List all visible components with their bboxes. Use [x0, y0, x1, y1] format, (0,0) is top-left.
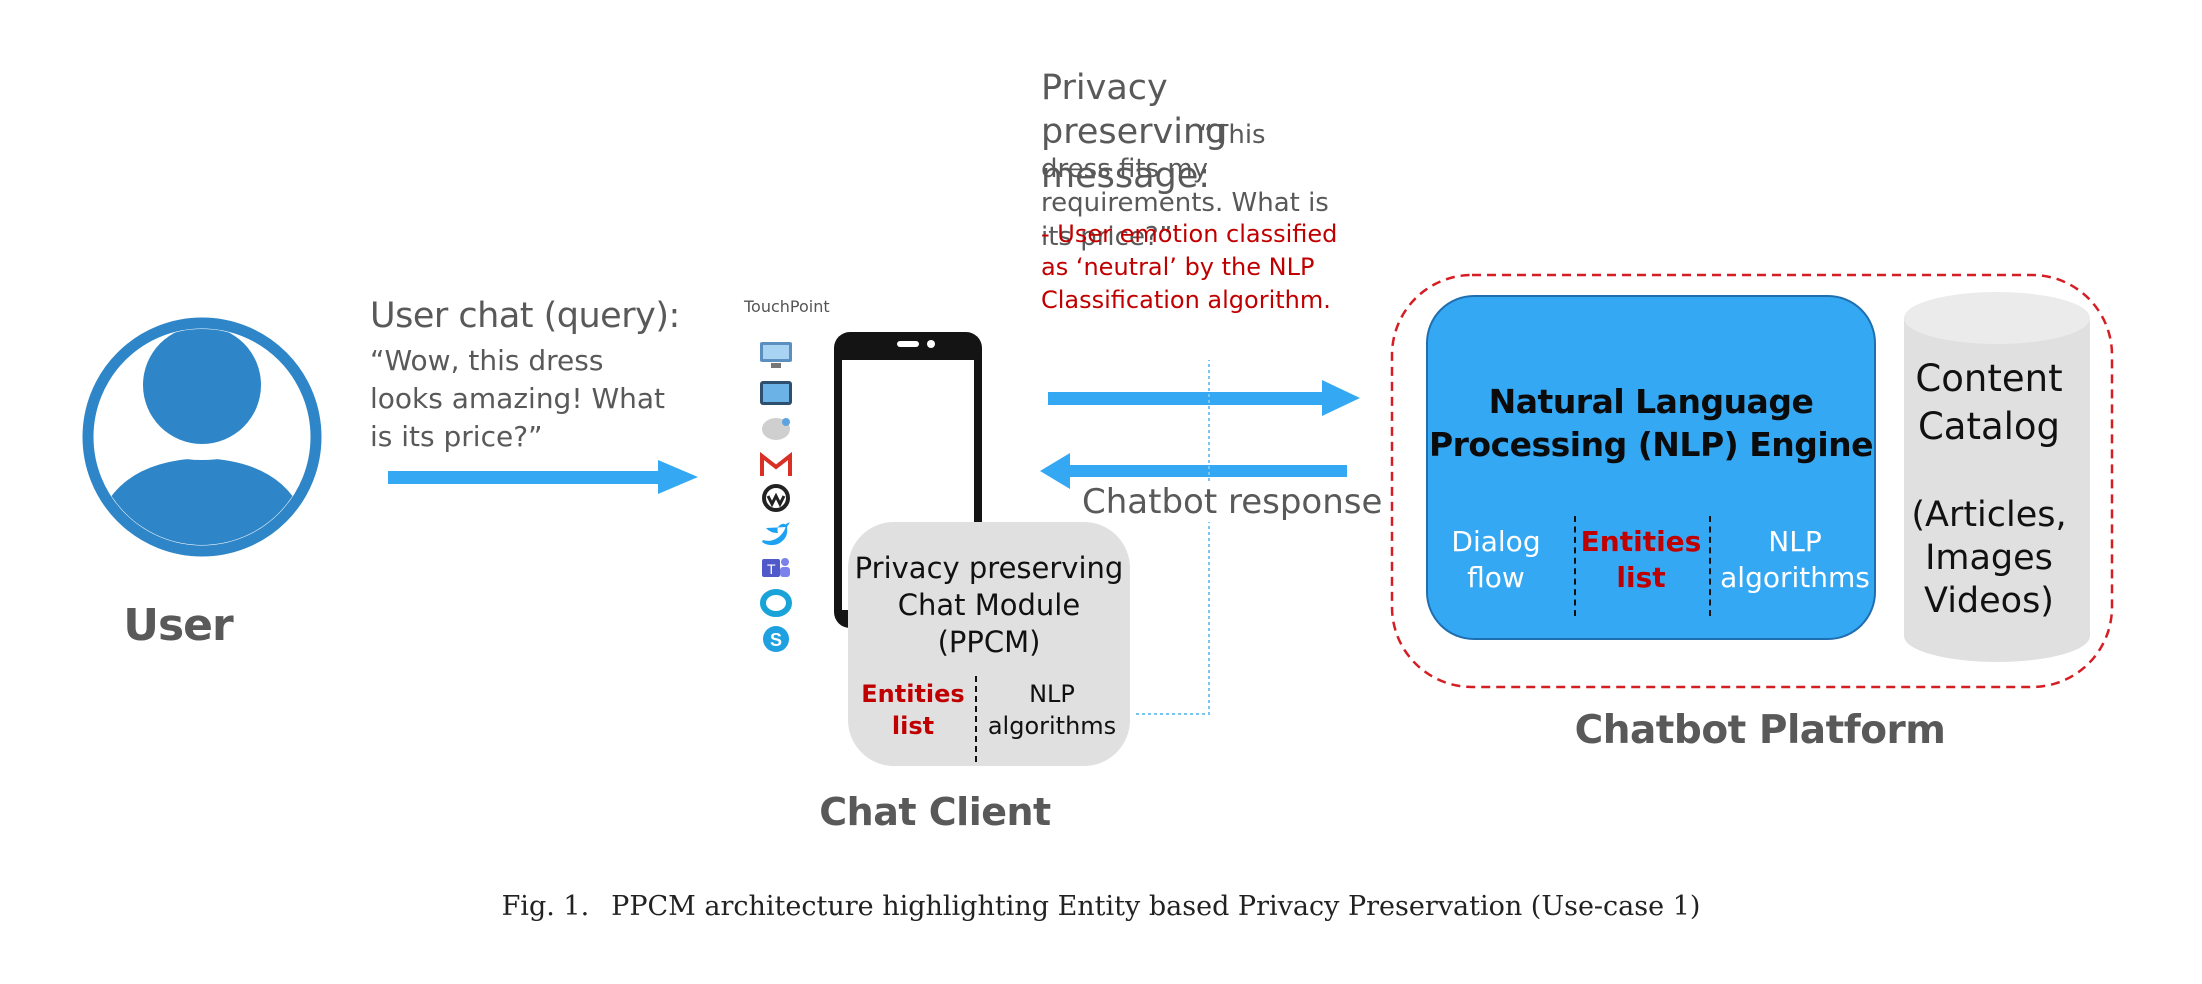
- chat-bubble-icon: [762, 418, 790, 440]
- workplace-icon: [762, 484, 790, 512]
- skype-icon: S: [763, 626, 789, 652]
- tablet-icon: [760, 381, 792, 405]
- message-title: Privacy preserving message:: [1041, 68, 1228, 196]
- engine-divider-2: [1709, 516, 1711, 616]
- touchpoint-title: TouchPoint: [744, 297, 830, 316]
- chat-client-label: Chat Client: [819, 790, 1051, 834]
- response-label: Chatbot response: [1078, 482, 1387, 522]
- ppcm-entities-list: Entities list: [861, 680, 965, 740]
- caption-number: Fig. 1.: [501, 891, 590, 922]
- twitter-icon: [762, 522, 790, 546]
- message-body: “This dress fits my requirements. What i…: [1041, 120, 1329, 252]
- ppcm-connector-line: [1136, 360, 1210, 715]
- content-catalog-items: (Articles, Images Videos): [1911, 495, 2067, 621]
- desktop-icon: [760, 342, 792, 368]
- engine-entities-list: Entities list: [1580, 525, 1702, 594]
- content-catalog-cylinder: [1904, 292, 2090, 662]
- ppcm-box: [848, 522, 1130, 766]
- emotion-note: - User emotion classified as ‘neutral’ b…: [1041, 220, 1338, 314]
- ppcm-divider: [975, 676, 977, 762]
- engine-nlp-algorithms: NLP algorithms: [1720, 525, 1870, 594]
- query-title: User chat (query):: [370, 296, 680, 336]
- query-arrow: [388, 460, 698, 494]
- response-arrow: [1040, 453, 1347, 489]
- svg-text:T: T: [767, 561, 776, 577]
- ppcm-title: Privacy preserving Chat Module (PPCM): [854, 551, 1124, 659]
- content-catalog-title: Content Catalog: [1915, 357, 2063, 448]
- user-label: User: [123, 600, 233, 651]
- caption-text: PPCM architecture highlighting Entity ba…: [611, 891, 1701, 922]
- chatbot-platform-label: Chatbot Platform: [1574, 708, 1946, 753]
- dialog-flow-label: Dialog flow: [1451, 525, 1541, 594]
- nlp-engine-box: [1426, 295, 1876, 640]
- user-avatar-icon: [82, 317, 322, 557]
- query-body: “Wow, this dress looks amazing! What is …: [370, 344, 666, 453]
- ppcm-nlp-algorithms: NLP algorithms: [987, 680, 1117, 740]
- platform-boundary: [1390, 273, 2114, 689]
- message-arrow: [1048, 380, 1360, 416]
- teams-icon: T: [762, 558, 790, 577]
- nlp-engine-title: Natural Language Processing (NLP) Engine: [1428, 382, 1874, 464]
- figure-caption: Fig. 1. PPCM architecture highlighting En…: [0, 891, 2202, 922]
- ring-icon: [760, 589, 792, 617]
- gmail-icon: [760, 451, 792, 476]
- engine-divider-1: [1574, 516, 1576, 616]
- svg-text:S: S: [770, 630, 782, 650]
